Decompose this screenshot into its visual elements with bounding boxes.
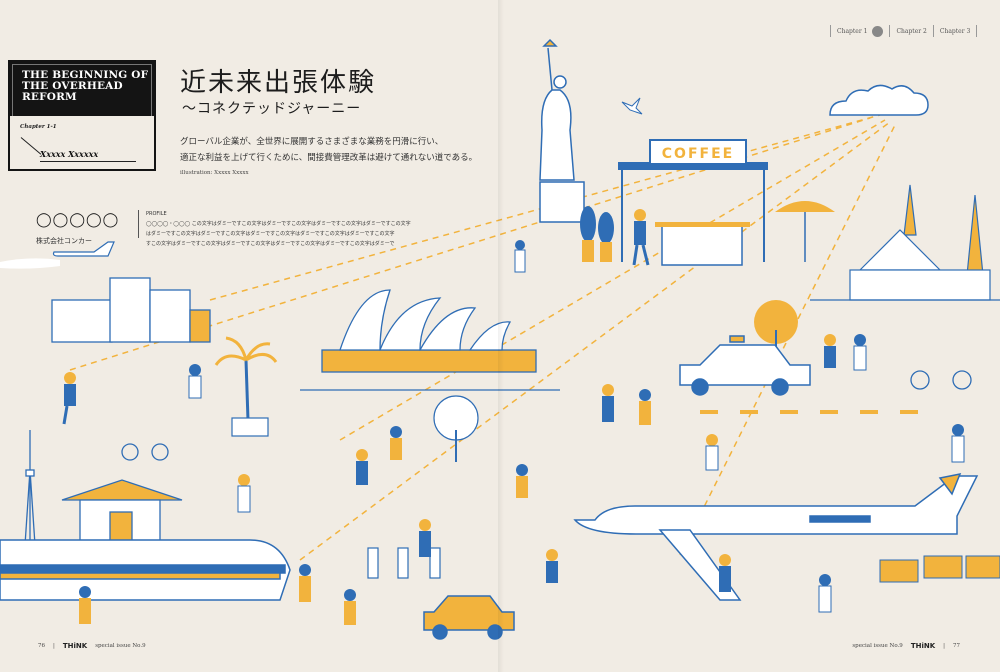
small-airplane <box>0 241 115 269</box>
yellow-car <box>423 595 515 640</box>
profile-line-3: すこの文字はダミーですこの文字はダミーですこの文字はダミーですこの文字はダミーで… <box>146 241 395 247</box>
nav-separator <box>932 25 934 37</box>
left-page-number: 76 <box>38 643 45 649</box>
chapter-2-link[interactable]: Chapter 2 <box>896 28 926 35</box>
profile-divider <box>138 210 139 238</box>
train <box>0 539 291 601</box>
right-page-number: 77 <box>953 643 960 649</box>
profile-line-1: ◯◯◯◯・◯◯◯ この文字はダミーですこの文字はダミーですこの文字はダミーですこ… <box>146 221 411 227</box>
author-name: Xxxxx Xxxxxx <box>40 149 99 159</box>
author-underline <box>40 161 136 162</box>
title-box-frame <box>12 64 152 116</box>
chapter-3-link[interactable]: Chapter 3 <box>940 28 970 35</box>
lead-line-1: グローバル企業が、全世界に展開するさまざまな業務を円滑に行い、 <box>180 137 444 147</box>
chapter-1-label: Chapter 1 <box>837 27 868 35</box>
profile-name: ◯◯◯◯◯ <box>36 212 120 228</box>
lead-line-2: 適正な利益を上げて行くために、間接費管理改革は避けて通れない道である。 <box>180 153 478 163</box>
road-markings <box>700 410 918 414</box>
current-chapter-dot-icon <box>872 25 884 37</box>
right-footer: special issue No.9 THiNK | 77 <box>852 642 960 650</box>
office-buildings <box>51 277 211 343</box>
taxi <box>679 335 811 396</box>
page-spine <box>498 0 504 672</box>
chapter-1-link[interactable]: Chapter 1 <box>837 25 884 37</box>
travelers <box>62 209 965 625</box>
coffee-sign: COFFEE <box>662 146 734 162</box>
page-title: 近未来出張体験 <box>180 68 377 98</box>
chapter-2-label: Chapter 2 <box>896 27 927 35</box>
nav-separator <box>830 25 831 37</box>
ticket-gates <box>367 547 441 579</box>
cloud-icon <box>829 84 929 116</box>
profile-line-2: はダミーですこの文字はダミーですこの文字はダミーですこの文字はダミーですこの文字… <box>146 231 395 237</box>
palm-tree <box>214 336 278 437</box>
page-subtitle: 〜コネクテッドジャーニー <box>182 101 362 117</box>
chapter-title-box: THE BEGINNING OF THE OVERHEAD REFORM Cha… <box>8 60 156 175</box>
nav-separator <box>889 25 891 37</box>
coffee-stand: COFFEE <box>618 139 768 266</box>
potted-plants <box>580 206 614 262</box>
bicycle <box>121 370 972 461</box>
statue-of-liberty <box>539 38 585 223</box>
left-issue-label: special issue No.9 <box>95 643 146 649</box>
left-footer: 76 | THiNK special issue No.9 <box>38 642 146 650</box>
left-magazine-logo: THiNK <box>62 642 88 650</box>
cafe-umbrella <box>775 201 835 262</box>
white-tree <box>433 395 479 462</box>
chapter-3-label: Chapter 3 <box>939 27 971 35</box>
profile-text: ◯◯◯◯・◯◯◯ この文字はダミーですこの文字はダミーですこの文字はダミーですこ… <box>146 219 451 249</box>
thai-temple <box>810 184 1000 301</box>
baggage-carts <box>879 555 1000 583</box>
sydney-opera-house <box>300 289 560 391</box>
bird-icon <box>621 97 643 115</box>
chapter-navigation: Chapter 1 Chapter 2 Chapter 3 <box>830 25 978 37</box>
chapter-number-label: Chapter 1-1 <box>20 124 57 130</box>
english-title: THE BEGINNING OF THE OVERHEAD REFORM <box>22 69 149 103</box>
right-issue-label: special issue No.9 <box>852 643 903 649</box>
lead-paragraph: グローバル企業が、全世界に展開するさまざまな業務を円滑に行い、 適正な利益を上げ… <box>180 134 480 166</box>
profile-company: 株式会社コンカー <box>36 237 92 245</box>
title-box-header <box>8 60 156 116</box>
profile-label: PROFILE <box>146 211 167 217</box>
title-box-body <box>8 116 156 171</box>
illustration-credit: illustration: Xxxxx Xxxxx <box>180 170 249 176</box>
nav-separator <box>976 25 978 37</box>
right-magazine-logo: THiNK <box>910 642 936 650</box>
